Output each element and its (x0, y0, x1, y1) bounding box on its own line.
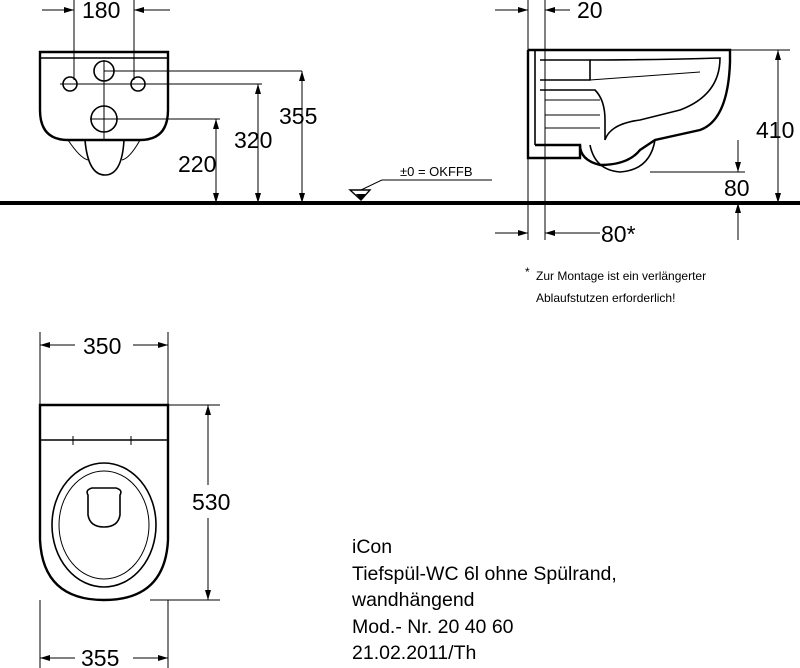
dim-410: 410 (756, 117, 794, 143)
dim-350: 350 (83, 333, 121, 359)
dim-80-vertical: 80 (724, 175, 750, 201)
dim-530: 530 (192, 489, 230, 515)
floor-reference-label: ±0 = OKFFB (400, 164, 473, 179)
product-date: 21.02.2011/Th (352, 642, 477, 664)
dim-320: 320 (234, 127, 272, 153)
front-view (38, 0, 305, 203)
top-view (38, 332, 220, 668)
product-info: iCon Tiefspül-WC 6l ohne Spülrand, wandh… (352, 534, 617, 667)
dim-80-offset: 80* (601, 221, 636, 247)
dim-20: 20 (577, 0, 603, 23)
product-description-2: wandhängend (352, 589, 475, 611)
product-name: iCon (352, 536, 393, 558)
floor-reference-marker (348, 179, 492, 201)
dim-355: 355 (279, 103, 317, 129)
product-description-1: Tiefspül-WC 6l ohne Spülrand, (352, 562, 617, 585)
footnote-line-1: Zur Montage ist ein verlängerter (536, 269, 706, 283)
dim-355-bottom: 355 (81, 645, 119, 668)
side-view (495, 0, 790, 240)
dim-220: 220 (178, 151, 216, 177)
footnote-line-2: Ablaufstutzen erforderlich! (536, 291, 675, 305)
product-model: Mod.- Nr. 20 40 60 (352, 615, 514, 638)
dim-180: 180 (82, 0, 120, 23)
footnote-marker: * (525, 265, 530, 279)
